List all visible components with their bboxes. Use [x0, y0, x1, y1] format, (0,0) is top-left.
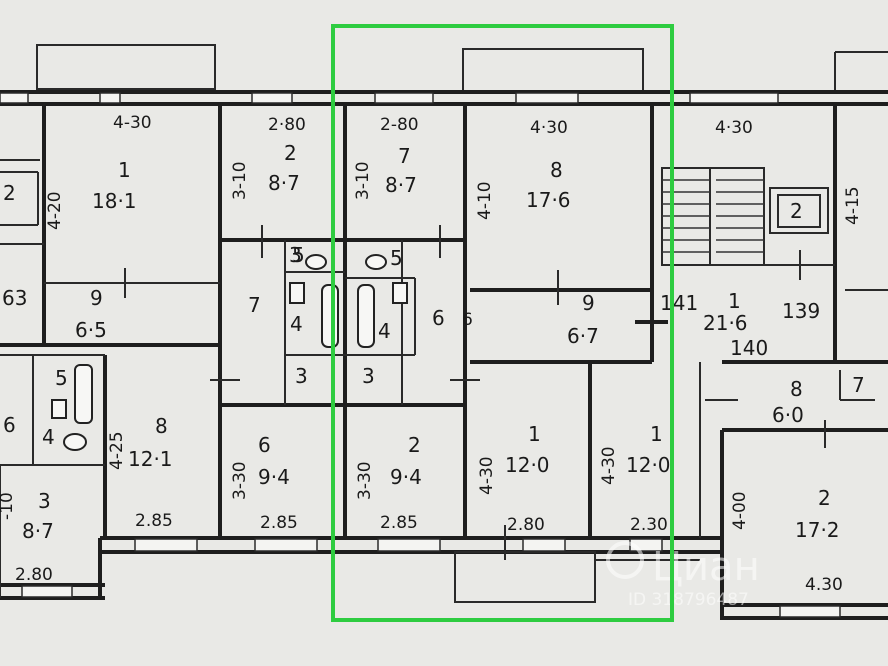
interior-walls	[0, 104, 888, 618]
room-area: 17·2	[795, 518, 840, 542]
dimension: 3-10	[230, 161, 250, 200]
room-num: 4	[378, 319, 391, 343]
room-num: 1	[118, 158, 131, 182]
dimension: 2.85	[260, 513, 298, 533]
room-num: 1	[650, 422, 663, 446]
room-area: 12·0	[505, 453, 550, 477]
room-area: 63	[2, 286, 27, 310]
balcony-left	[36, 44, 216, 90]
room-area: 8·7	[268, 171, 300, 195]
toilet-icon	[305, 254, 327, 270]
room-area: 9·4	[258, 465, 290, 489]
room-num: 6	[3, 413, 16, 437]
room-num: 7	[852, 373, 865, 397]
cian-logo-icon	[606, 541, 644, 579]
watermark-id: ID 318796487	[628, 590, 749, 610]
dimension: 3-30	[355, 461, 375, 500]
dimension: 2.30	[630, 515, 668, 535]
dimension: 4-15	[843, 186, 863, 225]
unit-numbers: 141 139 140	[660, 291, 820, 360]
room-num: 6	[432, 306, 445, 330]
room-area: 6·5	[75, 318, 107, 342]
dimension: 4.30	[805, 575, 843, 595]
watermark-logo-text: Циан	[652, 544, 760, 590]
room-num: 3	[38, 489, 51, 513]
bathtub-icon	[321, 284, 339, 348]
room-area: 6·0	[772, 403, 804, 427]
dimension: 4-25	[107, 431, 127, 470]
room-area: 17·6	[526, 188, 571, 212]
sink-icon	[392, 282, 408, 304]
dimension: 4-30	[113, 113, 152, 133]
sink-icon	[51, 399, 67, 419]
toilet-icon	[63, 433, 87, 451]
dimension: 4·30	[530, 118, 568, 138]
dimension: 4·30	[715, 118, 753, 138]
room-num: 7	[248, 293, 261, 317]
room-num: 9	[90, 286, 103, 310]
room-area: 6·7	[567, 324, 599, 348]
toilet-icon	[365, 254, 387, 270]
dimension: 2.85	[135, 511, 173, 531]
room-area: 21·6	[703, 311, 748, 335]
room-num: 1	[528, 422, 541, 446]
room-num: 1	[728, 289, 741, 313]
room-num: 5	[390, 246, 403, 270]
dimension: 6	[462, 310, 473, 330]
dimension: 2.85	[380, 513, 418, 533]
room-num: 2	[284, 141, 297, 165]
room-num: 5	[292, 243, 305, 267]
room-num: 8	[155, 414, 168, 438]
sink-icon	[289, 282, 305, 304]
room-area: 9·4	[390, 465, 422, 489]
dimension: 4-30	[599, 446, 619, 485]
dimension: 4-10	[475, 181, 495, 220]
dimension: 4-20	[45, 191, 65, 230]
unit-number: 139	[782, 299, 820, 323]
room-num: 8	[550, 158, 563, 182]
room-area: 12·1	[128, 447, 173, 471]
room-num: 8	[790, 377, 803, 401]
room-num: 2	[790, 199, 803, 223]
room-num: 3	[289, 243, 302, 267]
watermark: Циан ID 318796487	[606, 541, 760, 610]
top-exterior-wall	[0, 90, 888, 106]
tick-marks	[124, 225, 826, 560]
dimension: 3-10	[353, 161, 373, 200]
balcony-bottom	[454, 551, 596, 603]
room-area: 8·7	[385, 173, 417, 197]
dimension: 3-30	[230, 461, 250, 500]
unit-number: 141	[660, 291, 698, 315]
dimension-labels: 4-30 2·80 2-80 4·30 4·30 4-20 3-10 3-10 …	[0, 113, 863, 595]
bathtub-icon	[74, 364, 93, 424]
dimension: 2.80	[507, 515, 545, 535]
room-num: 4	[42, 425, 55, 449]
room-num: 9	[582, 291, 595, 315]
unit-number: 140	[730, 336, 768, 360]
room-num: 3	[362, 364, 375, 388]
room-num: 2	[408, 433, 421, 457]
bathtub-icon	[357, 284, 375, 348]
room-num: 7	[398, 144, 411, 168]
room-num: 5	[55, 366, 68, 390]
dimension: 2·80	[268, 115, 306, 135]
room-area: 12·0	[626, 453, 671, 477]
room-num: 2	[818, 486, 831, 510]
selected-apartment-highlight	[331, 24, 674, 622]
room-num: 6	[258, 433, 271, 457]
dimension: 2.80	[15, 565, 53, 585]
room-num: 2	[3, 181, 16, 205]
room-num: 4	[290, 312, 303, 336]
bottom-exterior-wall	[0, 536, 888, 620]
dimension: -10	[0, 492, 17, 520]
dimension: 4-00	[730, 491, 750, 530]
room-num: 3	[295, 364, 308, 388]
dimension: 4-30	[477, 456, 497, 495]
room-labels: 2 63 1 18·1 9 6·5 2 8·7 7 5 4 3 5 6 4 8 …	[2, 141, 865, 543]
room-area: 18·1	[92, 189, 137, 213]
dimension: 2-80	[380, 115, 419, 135]
room-area: 8·7	[22, 519, 54, 543]
